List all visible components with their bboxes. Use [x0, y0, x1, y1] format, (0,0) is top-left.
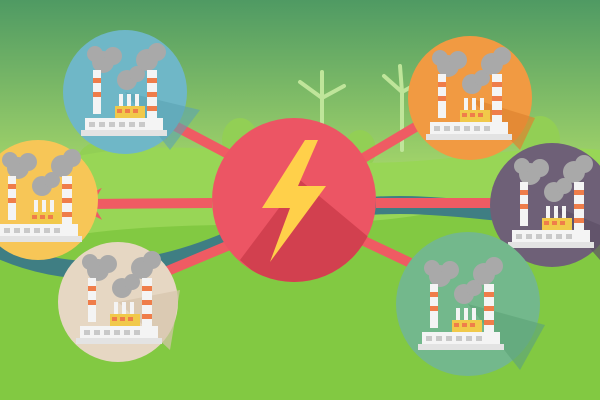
- power-plant-bottom-right: [396, 232, 545, 376]
- power-plant-top-left: [63, 30, 200, 154]
- power-plant-bottom-left: [58, 242, 180, 362]
- power-plant-mid-left: [0, 140, 98, 260]
- lightning-bolt-icon: [262, 140, 326, 262]
- arrow-to-mid-left: [70, 187, 213, 220]
- power-plant-top-right: [408, 36, 535, 160]
- power-plant-mid-right: [490, 143, 600, 267]
- energy-hub: [212, 118, 376, 282]
